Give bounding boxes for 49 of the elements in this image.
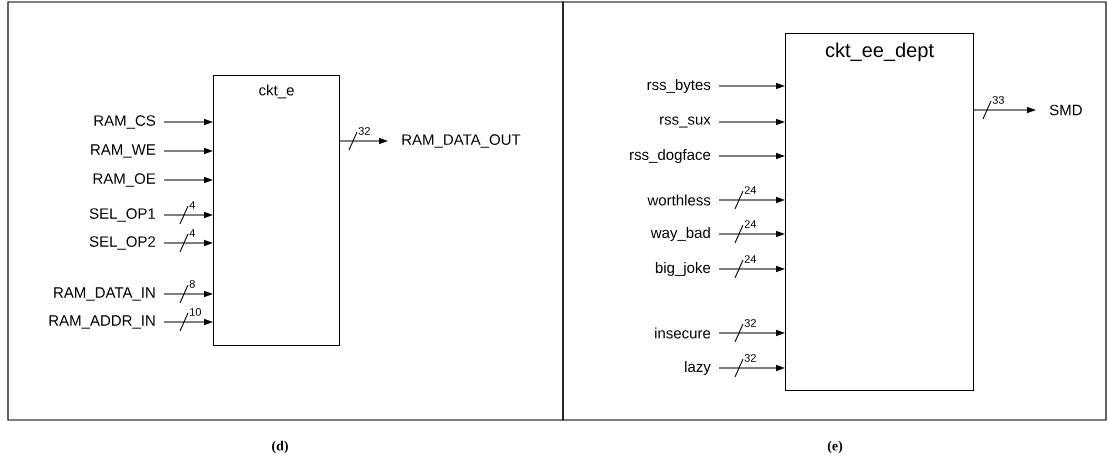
bus-width-label: 24 bbox=[744, 186, 757, 194]
bus-width-label: 24 bbox=[744, 255, 757, 263]
signal-label: worthless bbox=[647, 194, 711, 206]
signal-arrow bbox=[718, 119, 784, 125]
signal-label: rss_bytes bbox=[647, 79, 711, 93]
circuit-block: ckt_e bbox=[213, 75, 340, 346]
signal-label: RAM_ADDR_IN bbox=[49, 315, 155, 329]
circuit-block: ckt_ee_dept bbox=[785, 33, 974, 391]
bus-width-label: 4 bbox=[189, 229, 195, 237]
bus-width-label: 10 bbox=[190, 308, 201, 316]
bus-width-label: 33 bbox=[992, 96, 1004, 104]
signal-arrow bbox=[338, 138, 387, 144]
signal-label: RAM_DATA_IN bbox=[54, 287, 155, 301]
signal-arrow bbox=[163, 240, 212, 246]
signal-arrow bbox=[163, 119, 212, 125]
signal-arrow bbox=[718, 197, 784, 203]
signal-arrow bbox=[163, 319, 212, 325]
signal-label: rss_dogface bbox=[630, 149, 711, 163]
panel-caption: (e) bbox=[827, 440, 843, 454]
signal-label: RAM_CS bbox=[94, 115, 156, 129]
signal-label: SMD bbox=[1049, 104, 1082, 116]
signal-label: way_bad bbox=[650, 227, 710, 241]
signal-label: rss_sux bbox=[660, 116, 711, 128]
signal-label: big_joke bbox=[655, 262, 711, 276]
signal-label: RAM_WE bbox=[91, 144, 156, 158]
signal-arrow bbox=[163, 212, 212, 218]
signal-arrow bbox=[718, 266, 784, 272]
signal-arrow bbox=[718, 231, 784, 237]
signal-label: lazy bbox=[685, 361, 711, 375]
signal-arrow bbox=[163, 148, 212, 154]
bus-width-label: 32 bbox=[744, 319, 756, 327]
bus-width-label: 32 bbox=[744, 354, 756, 362]
bus-width-label: 24 bbox=[744, 220, 757, 228]
signal-label: RAM_DATA_OUT bbox=[402, 134, 521, 148]
signal-label: SEL_OP1 bbox=[89, 208, 156, 222]
bus-width-label: 32 bbox=[358, 127, 370, 135]
signal-label: SEL_OP2 bbox=[89, 236, 156, 250]
signal-arrow bbox=[718, 330, 784, 336]
signal-label: insecure bbox=[655, 327, 711, 339]
signal-arrow bbox=[163, 177, 212, 183]
signal-arrow bbox=[972, 107, 1035, 113]
signal-label: RAM_OE bbox=[93, 173, 156, 187]
signal-arrow bbox=[163, 291, 212, 297]
signal-arrow bbox=[718, 83, 784, 89]
signal-arrow bbox=[718, 153, 784, 159]
signal-arrow bbox=[718, 365, 784, 371]
panel-caption: (d) bbox=[272, 440, 288, 454]
bus-width-label: 4 bbox=[189, 201, 195, 209]
bus-width-label: 8 bbox=[189, 280, 195, 288]
